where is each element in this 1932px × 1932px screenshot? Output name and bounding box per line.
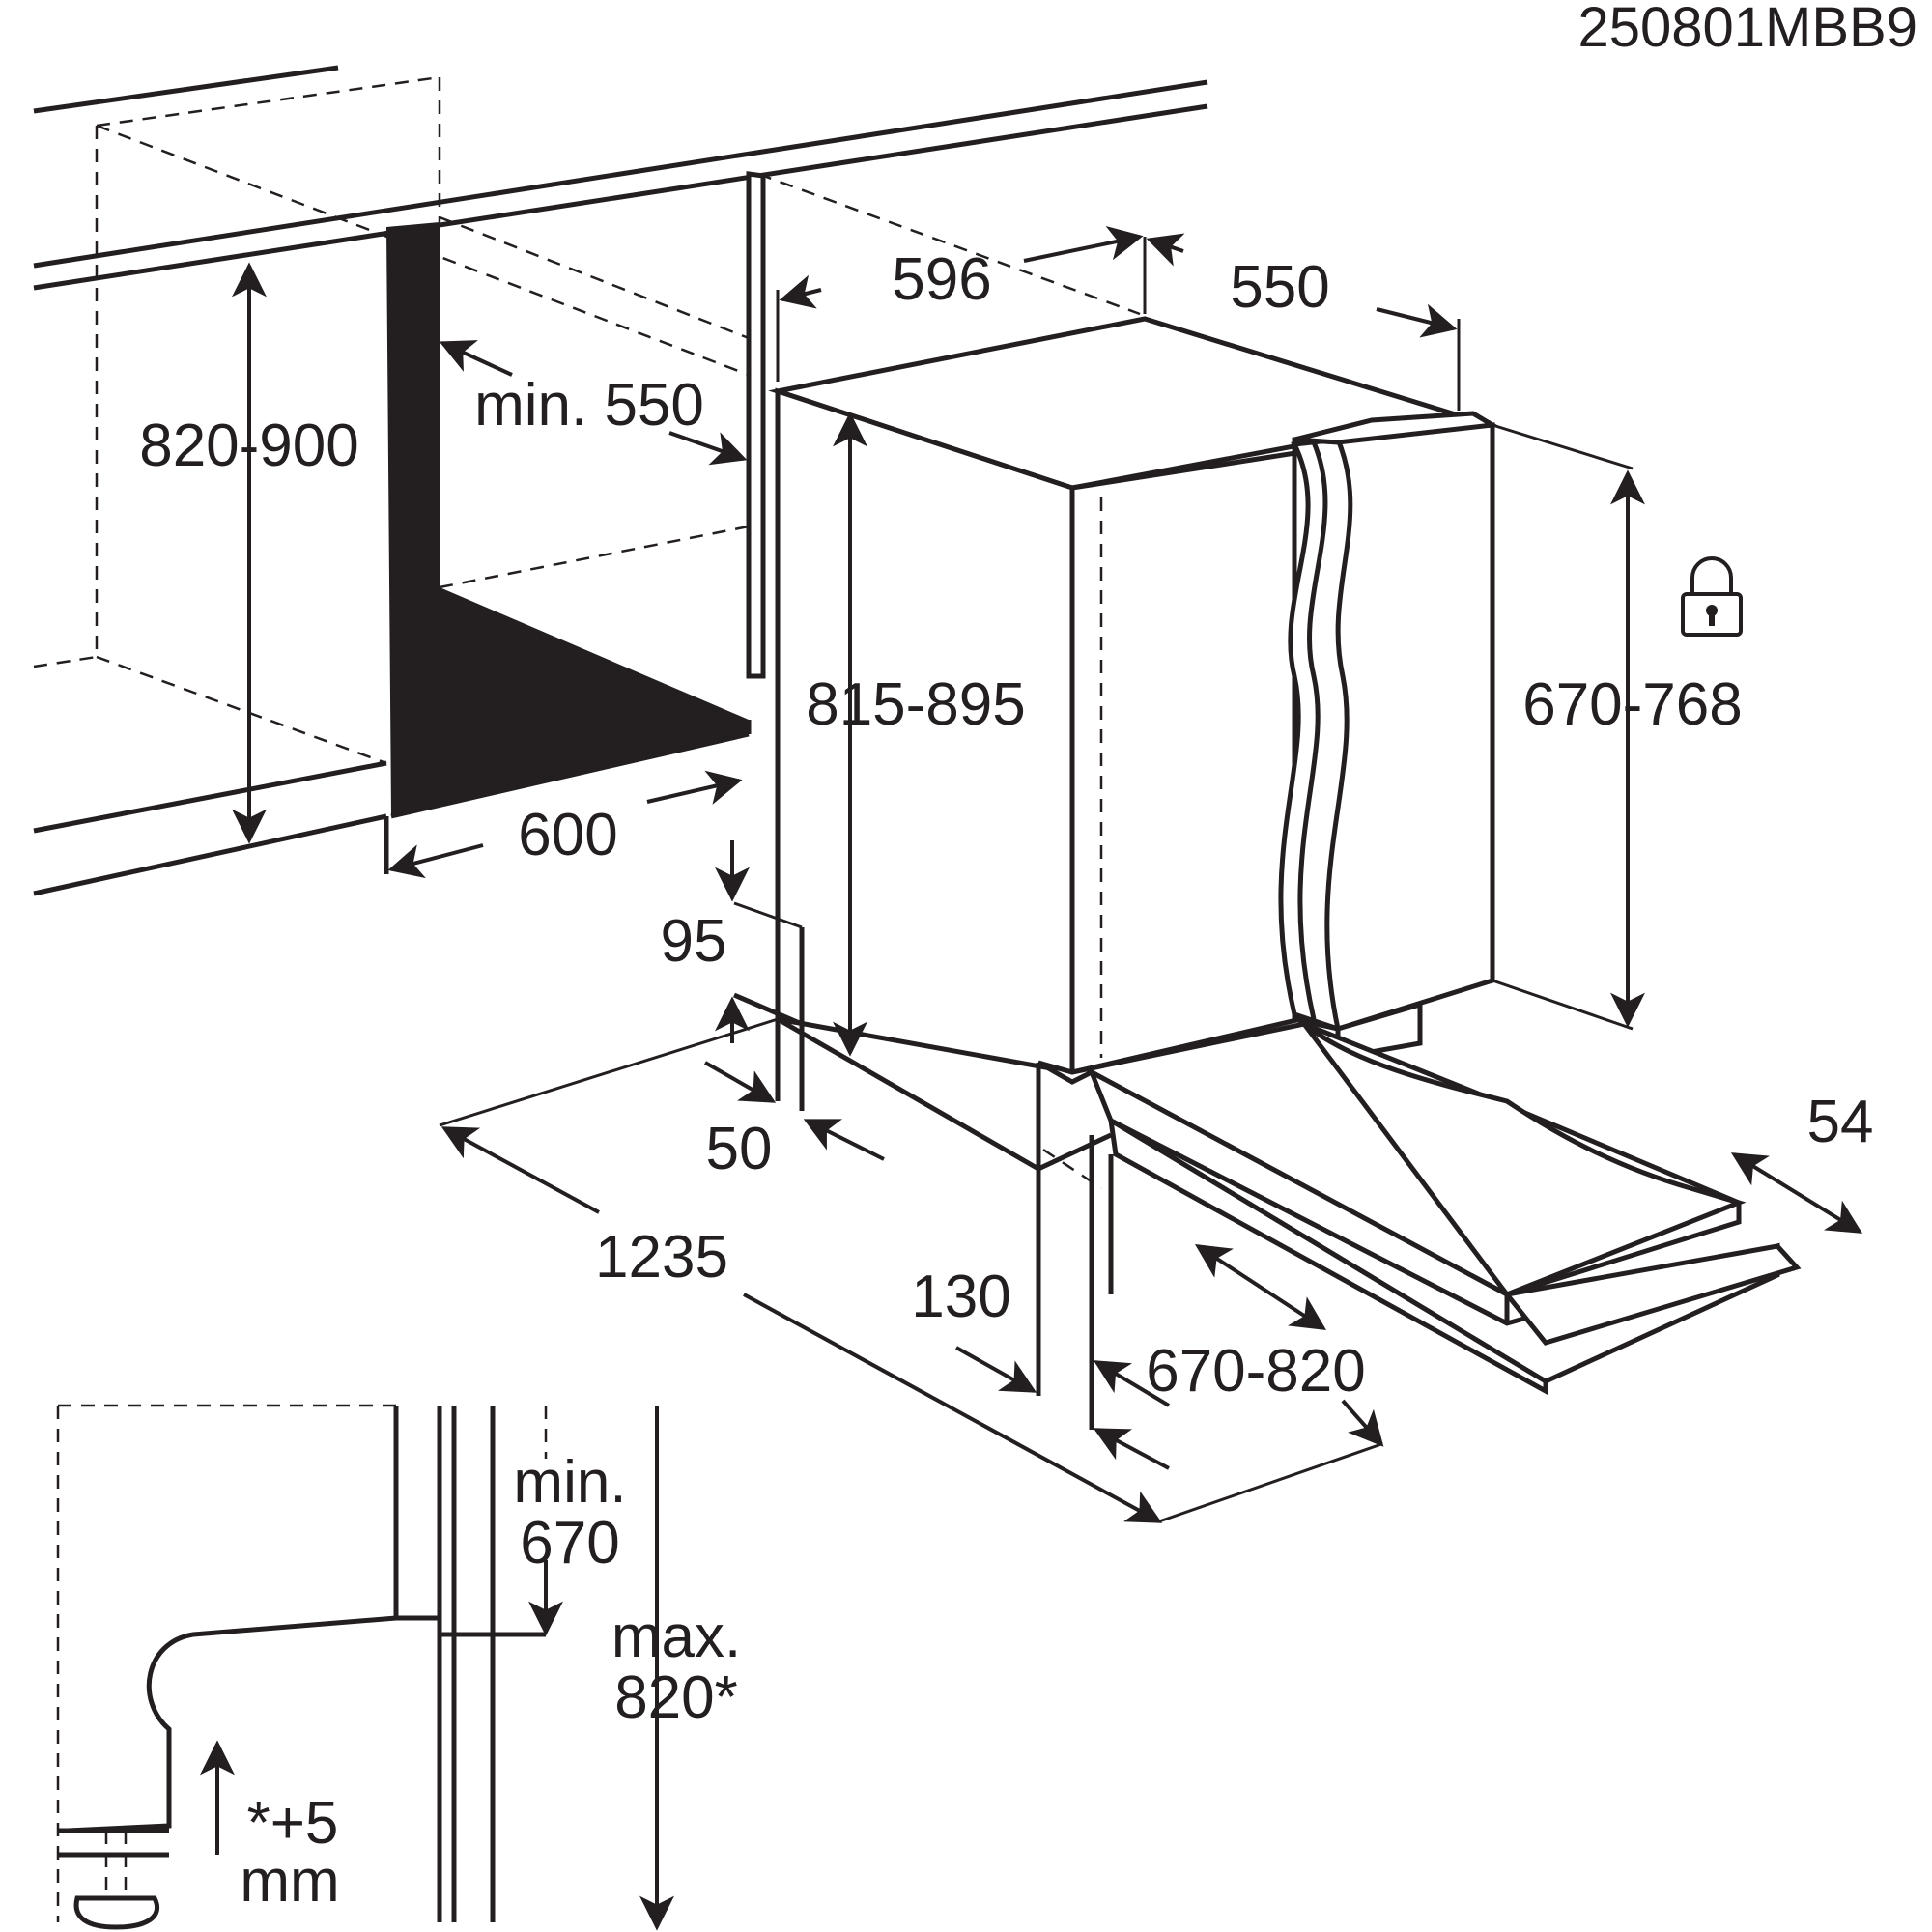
open-door	[1037, 1021, 1802, 1396]
niche-hidden-lines	[33, 75, 1141, 765]
diagram-code: 250801MBB9	[1578, 0, 1918, 59]
door-height-label: 670-768	[1522, 671, 1743, 738]
total-depth-arrow-left	[440, 1126, 600, 1214]
total-depth-ext-bottom	[1158, 1442, 1382, 1523]
lock-icon	[1681, 556, 1743, 637]
door-open-arrow-left	[1093, 1360, 1171, 1407]
side-max-label-2: 820*	[614, 1664, 738, 1731]
foot-adjust-label-2: mm	[240, 1848, 339, 1915]
door-open-arrow-right	[1341, 1399, 1384, 1447]
appliance-depth-arrow-left	[1146, 233, 1185, 267]
door-open-arrow-bottom	[1093, 1428, 1170, 1470]
total-depth-label: 1235	[595, 1224, 728, 1291]
niche-depth-label: min. 550	[474, 372, 704, 439]
niche-interior	[384, 171, 766, 874]
appliance-depth-label: 550	[1230, 254, 1329, 321]
door-shift-arrow	[1194, 1244, 1327, 1330]
door-height-ext-bottom	[1492, 979, 1634, 1031]
door-130-arrow	[955, 1346, 1037, 1393]
foot-adjust-label-1: *+5	[247, 1790, 339, 1857]
door-open-label: 670-820	[1146, 1338, 1366, 1405]
plinth-95-label: 95	[661, 908, 727, 975]
appliance-width-arrow-right	[1023, 225, 1144, 263]
appliance-width-label: 596	[892, 246, 991, 313]
shift-54-label: 54	[1807, 1089, 1874, 1155]
door-130-label: 130	[911, 1264, 1010, 1330]
total-depth-ext	[439, 1017, 779, 1127]
appliance-depth-arrow-right	[1376, 303, 1458, 338]
worktop	[33, 65, 1208, 896]
shift-54-arrow	[1730, 1152, 1863, 1234]
niche-depth-arrow-top	[439, 340, 513, 377]
plinth	[733, 901, 1114, 1430]
appliance-width-arrow-left	[779, 274, 822, 309]
plinth-50-label: 50	[706, 1116, 773, 1182]
appliance-height-label: 815-895	[806, 671, 1026, 738]
niche-width-arrow-right	[646, 770, 743, 805]
door-height-ext-top	[1492, 423, 1634, 470]
side-section	[56, 1404, 546, 1930]
side-min-label-1: min.	[513, 1449, 626, 1516]
niche-depth-arrow-bottom	[668, 431, 748, 466]
niche-width-label: 600	[518, 802, 617, 868]
plinth-50-arrow-right	[803, 1119, 885, 1161]
total-depth-arrow-right	[743, 1293, 1163, 1523]
niche-height-label: 820-900	[139, 412, 359, 479]
door-panel	[1278, 411, 1500, 1061]
plinth-50-arrow-left	[704, 1061, 777, 1103]
side-min-label-2: 670	[520, 1510, 619, 1577]
side-max-label-1: max.	[611, 1604, 741, 1670]
niche-width-arrow-left	[387, 843, 484, 879]
